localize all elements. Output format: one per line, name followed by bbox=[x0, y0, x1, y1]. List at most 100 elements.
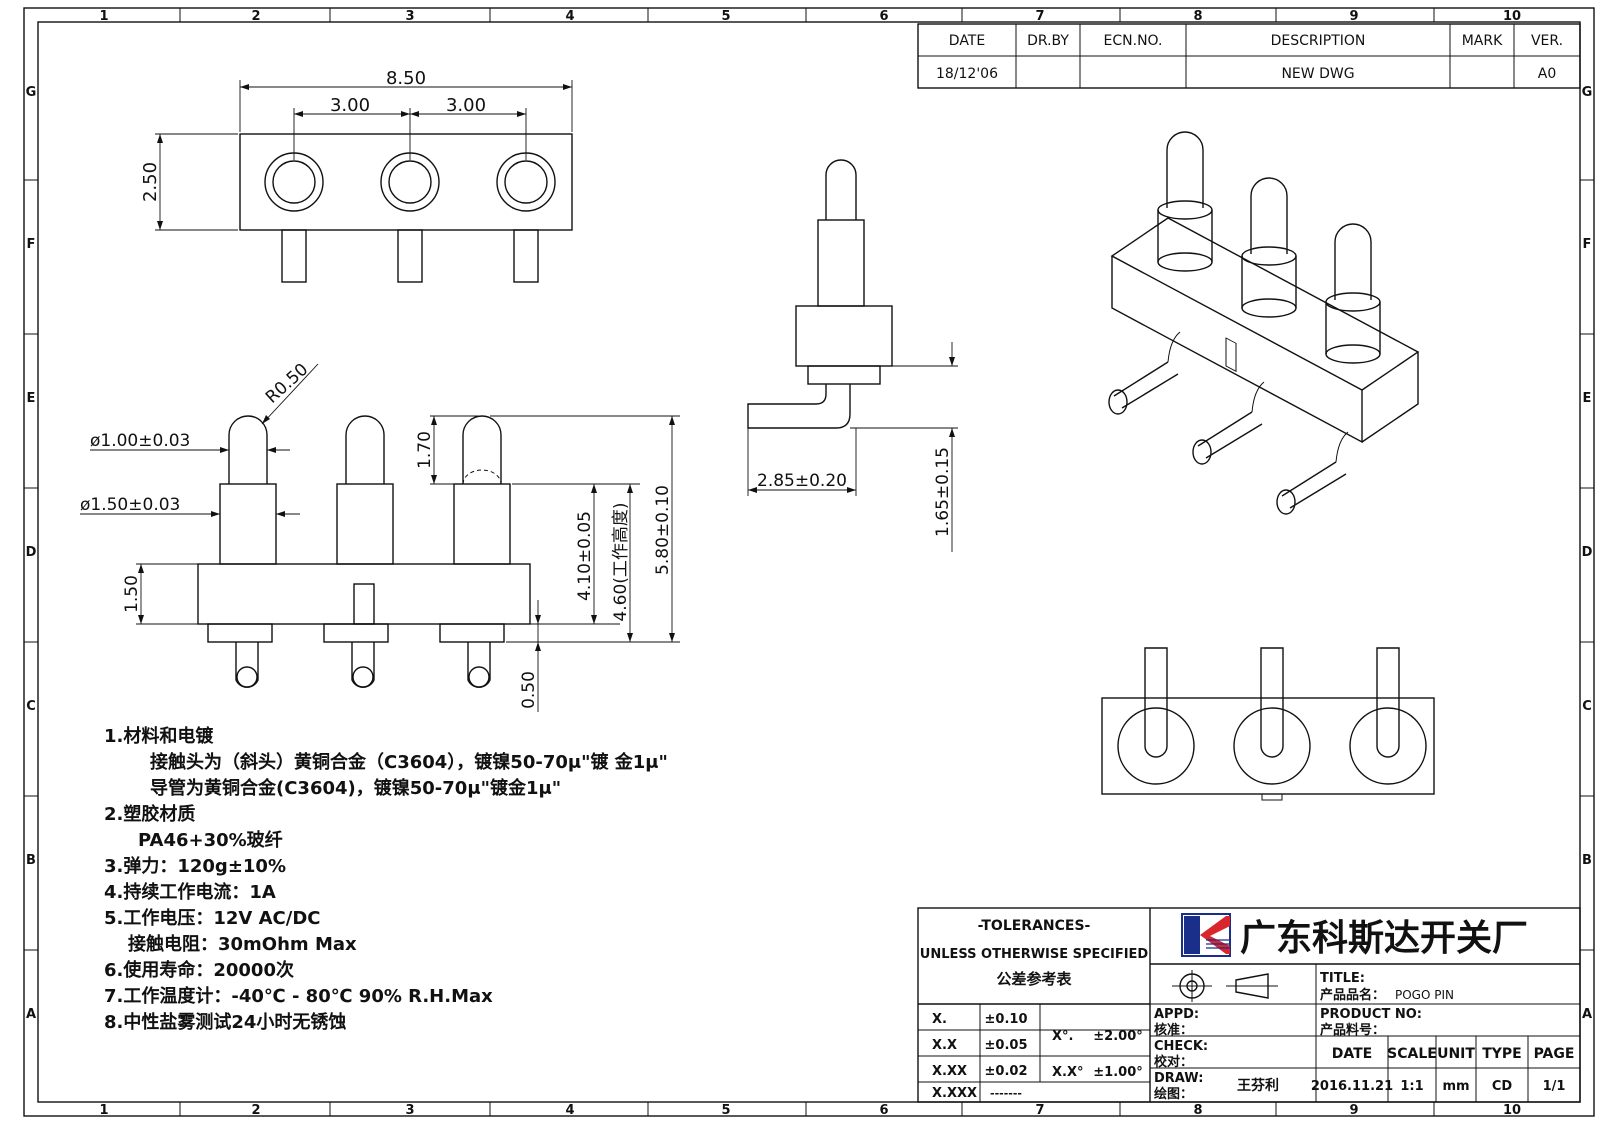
ang-val-1: ±2.00° bbox=[1093, 1029, 1142, 1044]
dim-tip-dia: ø1.00±0.03 bbox=[90, 431, 190, 451]
col-label-bottom: 7 bbox=[1035, 1103, 1044, 1118]
info-header-scale: SCALE bbox=[1387, 1046, 1437, 1062]
tol-val-xxxx: ------- bbox=[990, 1087, 1022, 1100]
note-1b: 导管为黄铜合金(C3604)，镀镍50-70μ"镀金1μ" bbox=[150, 777, 561, 799]
notes: 1.材料和电镀 接触头为（斜头）黄铜合金（C3604），镀镍50-70μ"镀 金… bbox=[104, 725, 668, 1033]
col-label-bottom: 2 bbox=[251, 1103, 260, 1118]
projection-symbol-icon bbox=[1172, 970, 1278, 1002]
dim-height-460: 4.60(工作高度) bbox=[611, 502, 631, 621]
col-label-top: 7 bbox=[1035, 9, 1044, 24]
rev-header-ver: VER. bbox=[1531, 33, 1563, 49]
col-label-bottom: 8 bbox=[1193, 1103, 1202, 1118]
row-label-left: G bbox=[26, 85, 37, 100]
dim-top-height: 2.50 bbox=[140, 162, 161, 202]
dim-height-050: 0.50 bbox=[519, 671, 539, 709]
dim-tip-length: 1.70 bbox=[415, 431, 435, 469]
row-label-left: D bbox=[26, 545, 37, 560]
sheet-frame bbox=[23, 7, 1595, 1117]
row-label-right: E bbox=[1583, 391, 1592, 406]
title-block: -TOLERANCES- UNLESS OTHERWISE SPECIFIED … bbox=[917, 907, 1581, 1103]
rev-header-description: DESCRIPTION bbox=[1271, 33, 1366, 49]
title-cn-label: 产品品名： bbox=[1320, 987, 1385, 1003]
dim-body-height: 1.50 bbox=[122, 575, 142, 613]
zone-labels: 1 2 3 4 5 6 7 8 9 10 1 2 3 4 5 6 7 8 9 1… bbox=[26, 9, 1593, 1118]
col-label-bottom: 1 bbox=[99, 1103, 108, 1118]
tol-val-xx: ±0.05 bbox=[985, 1038, 1028, 1053]
note-1: 1.材料和电镀 bbox=[104, 725, 214, 747]
col-label-top: 9 bbox=[1349, 9, 1358, 24]
info-value-unit: mm bbox=[1442, 1079, 1469, 1094]
rev-header-drby: DR.BY bbox=[1027, 33, 1069, 49]
note-8: 8.中性盐雾测试24小时无锈蚀 bbox=[104, 1011, 346, 1033]
check-cn-label: 校对： bbox=[1154, 1054, 1193, 1070]
tol-val-x: ±0.10 bbox=[985, 1012, 1028, 1027]
col-label-top: 2 bbox=[251, 9, 260, 24]
col-label-bottom: 5 bbox=[721, 1103, 730, 1118]
row-label-right: G bbox=[1582, 85, 1593, 100]
draw-cn-label: 绘图： bbox=[1154, 1086, 1193, 1102]
row-label-left: F bbox=[27, 237, 36, 252]
tolerance-subtitle: UNLESS OTHERWISE SPECIFIED bbox=[920, 947, 1149, 962]
appd-label: APPD: bbox=[1154, 1007, 1199, 1022]
drawer-name: 王芬利 bbox=[1237, 1077, 1279, 1094]
col-label-top: 5 bbox=[721, 9, 730, 24]
product-no-cn-label: 产品料号： bbox=[1320, 1022, 1385, 1038]
row-label-left: E bbox=[27, 391, 36, 406]
note-4: 4.持续工作电流：1A bbox=[104, 881, 276, 903]
dim-barrel-dia: ø1.50±0.03 bbox=[80, 495, 180, 515]
info-value-scale: 1:1 bbox=[1400, 1079, 1423, 1094]
col-label-bottom: 4 bbox=[565, 1103, 574, 1118]
note-1a: 接触头为（斜头）黄铜合金（C3604），镀镍50-70μ"镀 金1μ" bbox=[150, 751, 668, 773]
row-label-right: C bbox=[1582, 699, 1592, 714]
revision-table: DATE DR.BY ECN.NO. DESCRIPTION MARK VER.… bbox=[917, 23, 1581, 89]
company-name: 广东科斯达开关厂 bbox=[1240, 918, 1528, 959]
rev-header-date: DATE bbox=[949, 33, 985, 49]
title-label: TITLE: bbox=[1320, 971, 1365, 986]
info-value-date: 2016.11.21 bbox=[1311, 1079, 1393, 1094]
ang-val-2: ±1.00° bbox=[1093, 1065, 1142, 1080]
top-view: 8.50 3.00 3.00 2.50 bbox=[140, 68, 573, 283]
dim-side-285: 2.85±0.20 bbox=[757, 471, 847, 491]
note-5: 5.工作电压：12V AC/DC bbox=[104, 907, 320, 929]
ang-key-2: X.X° bbox=[1052, 1065, 1083, 1080]
dim-height-580: 5.80±0.10 bbox=[653, 485, 673, 575]
row-label-right: D bbox=[1582, 545, 1593, 560]
note-7: 7.工作温度计：-40℃ - 80℃ 90% R.H.Max bbox=[104, 985, 493, 1007]
note-2: 2.塑胶材质 bbox=[104, 803, 195, 825]
dim-pitch-2: 3.00 bbox=[446, 95, 486, 116]
note-3: 3.弹力：120g±10% bbox=[104, 855, 286, 877]
rev-ver-value: A0 bbox=[1538, 66, 1556, 82]
title-value: POGO PIN bbox=[1395, 988, 1454, 1002]
ang-key-1: X°. bbox=[1052, 1029, 1073, 1044]
col-label-top: 8 bbox=[1193, 9, 1202, 24]
info-header-page: PAGE bbox=[1534, 1046, 1575, 1062]
tolerance-title: -TOLERANCES- bbox=[978, 918, 1091, 934]
appd-cn-label: 核准： bbox=[1154, 1022, 1193, 1038]
tol-key-x: X. bbox=[932, 1012, 947, 1027]
dim-height-410: 4.10±0.05 bbox=[575, 511, 595, 601]
tol-key-xxx: X.XX bbox=[932, 1064, 967, 1079]
product-no-label: PRODUCT NO: bbox=[1320, 1007, 1422, 1022]
note-2a: PA46+30%玻纤 bbox=[138, 829, 283, 851]
col-label-top: 1 bbox=[99, 9, 108, 24]
tol-key-xx: X.X bbox=[932, 1038, 957, 1053]
note-6: 6.使用寿命：20000次 bbox=[104, 959, 294, 981]
dim-top-width: 8.50 bbox=[386, 68, 426, 89]
col-label-top: 10 bbox=[1503, 9, 1521, 24]
col-label-bottom: 9 bbox=[1349, 1103, 1358, 1118]
isometric-view bbox=[1108, 131, 1420, 515]
row-label-right: F bbox=[1583, 237, 1592, 252]
col-label-top: 6 bbox=[879, 9, 888, 24]
row-label-right: B bbox=[1582, 853, 1592, 868]
info-header-unit: UNIT bbox=[1437, 1046, 1475, 1062]
row-label-right: A bbox=[1582, 1007, 1592, 1022]
rev-description-value: NEW DWG bbox=[1281, 66, 1354, 82]
rev-header-mark: MARK bbox=[1462, 33, 1503, 49]
info-value-page: 1/1 bbox=[1543, 1079, 1566, 1094]
front-view: R0.50 ø1.00±0.03 ø1.50±0.03 1.50 1.70 4.… bbox=[80, 360, 680, 712]
dim-pitch-1: 3.00 bbox=[330, 95, 370, 116]
side-view: 1.65±0.15 2.85±0.20 bbox=[747, 159, 958, 552]
col-label-top: 4 bbox=[565, 9, 574, 24]
row-label-left: B bbox=[26, 853, 36, 868]
